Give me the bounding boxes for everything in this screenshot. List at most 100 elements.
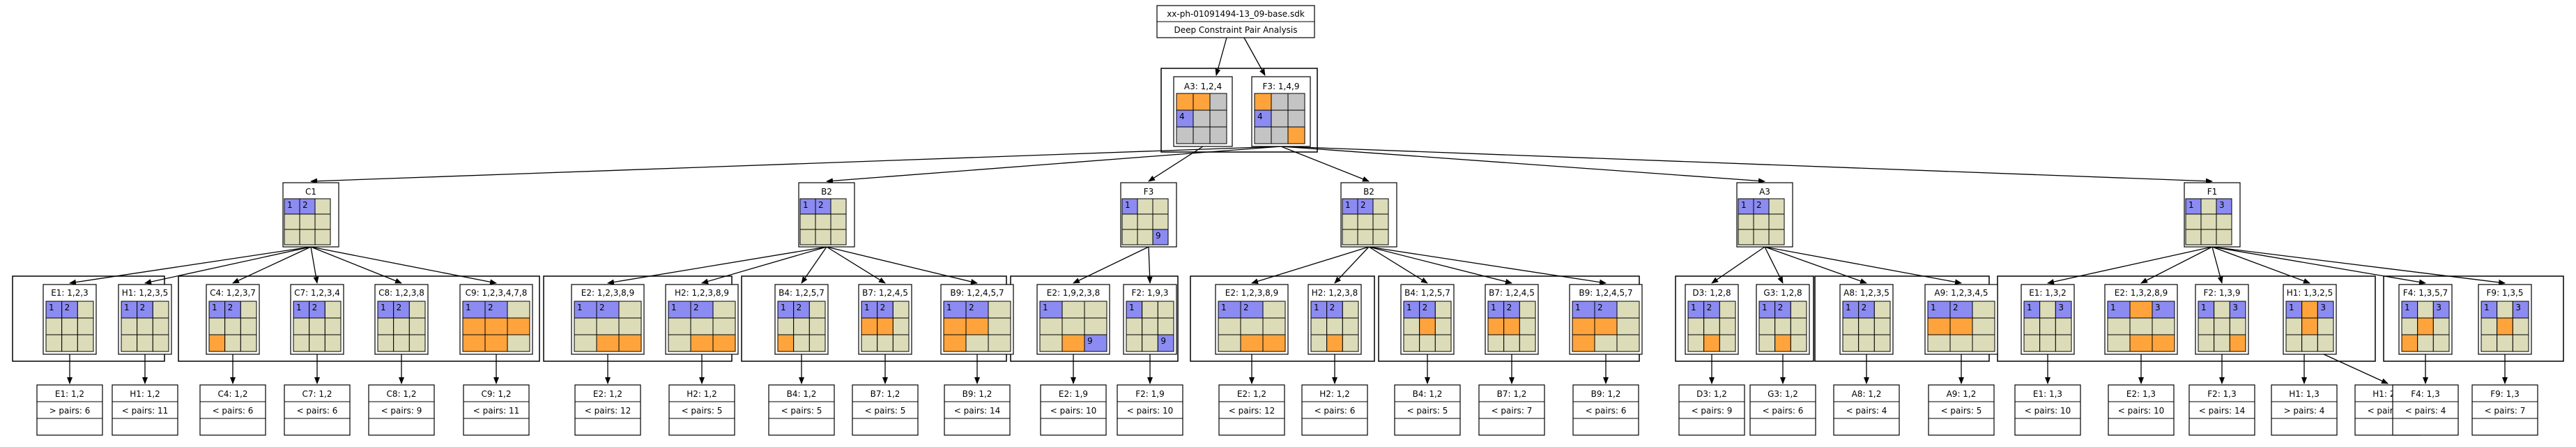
result-cells: A9: 1,2 — [1947, 389, 1977, 399]
grid-cell — [1519, 334, 1536, 352]
grid-digit: 1 — [1406, 303, 1412, 312]
grid-digit: 1 — [212, 303, 217, 312]
grid-digit: 2 — [599, 303, 605, 312]
grid-cell — [1039, 317, 1063, 335]
result-box — [1478, 384, 1545, 436]
result-box — [668, 384, 735, 436]
grid-digit: 3 — [2232, 303, 2238, 312]
grid-cell — [224, 334, 241, 352]
grid-digit: 2 — [312, 303, 318, 312]
grid-cell — [2039, 301, 2056, 319]
grid-digit: 2 — [1597, 303, 1603, 312]
result-box — [284, 384, 351, 436]
grid-cell — [877, 334, 894, 352]
grid-cell — [208, 317, 226, 335]
leaf-label: F2: 1,9,3 — [1132, 288, 1169, 298]
grid-cell — [293, 334, 310, 352]
grid-cell — [2129, 317, 2153, 335]
leaf-label: A8: 1,2,3,5 — [1843, 288, 1889, 298]
cluster-b2r-a — [1190, 275, 1375, 362]
grid-cell — [314, 198, 331, 215]
edge-arrow — [801, 246, 827, 284]
grid-cell — [1572, 334, 1595, 352]
grid-cell — [1137, 229, 1153, 245]
grid-cell — [61, 317, 78, 335]
grid-cell — [988, 317, 1011, 335]
grid-cell — [1176, 93, 1194, 111]
grid-cell — [1616, 317, 1640, 335]
result-pairs: < pairs: 4 — [1846, 406, 1887, 416]
edge-arrow — [2211, 246, 2223, 284]
grid-cell — [1193, 93, 1211, 111]
top-node-label: F3: 1,4,9 — [1263, 82, 1300, 91]
result-node: E2: 1,2< pairs: 12 — [1218, 384, 1285, 436]
top-node-label: A3: 1,2,4 — [1184, 82, 1222, 91]
grid-digit: 3 — [2219, 200, 2225, 210]
leaf-label: H2: 1,2,3,8,9 — [675, 288, 729, 298]
grid-digit: 2 — [1756, 200, 1762, 210]
grid-digit: 2 — [1707, 303, 1712, 312]
result-cells: H1: 1,2 — [130, 389, 160, 399]
edge-arrow — [826, 146, 1282, 184]
edge-arrow — [2211, 246, 2426, 285]
grid-cell — [1240, 334, 1264, 352]
grid-cell — [324, 317, 342, 335]
grid-cell — [484, 317, 508, 335]
edge-arrow — [1368, 246, 1607, 285]
grid-cell — [2481, 317, 2498, 335]
grid-cell — [892, 301, 910, 319]
level2-label: F1 — [2207, 187, 2218, 197]
grid-digit: 1 — [466, 303, 471, 312]
edge-arrow — [1334, 246, 1370, 284]
grid-digit: 1 — [1221, 303, 1227, 312]
result-box — [368, 384, 435, 436]
leaf-label: D3: 1,2,8 — [1692, 288, 1731, 298]
grid-cell — [1357, 213, 1374, 230]
grid-cell — [1152, 229, 1169, 245]
edge-arrow — [701, 246, 827, 285]
grid-digit: 2 — [140, 303, 146, 312]
grid-cell — [1972, 317, 1995, 335]
result-node: A8: 1,2< pairs: 4 — [1833, 384, 1900, 436]
grid-cell — [712, 317, 736, 335]
edge-arrow — [1764, 246, 1962, 285]
grid-cell — [2039, 334, 2056, 352]
grid-digit: 1 — [671, 303, 677, 312]
grid-digit: 1 — [781, 303, 786, 312]
leaf-label: B7: 1,2,4,5 — [862, 288, 908, 298]
result-pairs: < pairs: 10 — [1050, 406, 1097, 416]
root-file: xx-ph-01091494-13_09-base.sdk — [1167, 9, 1305, 19]
grid-cell — [2200, 213, 2217, 230]
grid-cell — [2107, 301, 2131, 319]
grid-cell — [2497, 301, 2513, 319]
grid-cell — [2417, 301, 2434, 319]
leaf-label: H1: 1,3,2,5 — [2287, 288, 2333, 298]
edge-arrow — [1147, 246, 1153, 284]
edge-arrow — [1368, 246, 1512, 285]
grid-cell — [462, 334, 486, 352]
leaf-label: G3: 1,2,8 — [1763, 288, 1802, 298]
result-pairs: < pairs: 12 — [585, 406, 631, 416]
result-node: A9: 1,2< pairs: 5 — [1928, 384, 1995, 436]
result-box — [2108, 384, 2175, 436]
leaf-label: B4: 1,2,5,7 — [779, 288, 825, 298]
result-box — [2014, 384, 2081, 436]
grid-digit: 1 — [1491, 303, 1496, 312]
grid-cell — [668, 334, 691, 352]
result-cells: B4: 1,2 — [787, 389, 817, 399]
grid-cell — [1738, 213, 1754, 230]
edge-arrow — [1243, 37, 1266, 76]
grid-cell — [1326, 317, 1343, 335]
result-box — [1749, 384, 1816, 436]
grid-cell — [2129, 334, 2153, 352]
result-pairs: < pairs: 10 — [1127, 406, 1174, 416]
grid-cell — [314, 229, 331, 245]
grid-digit: 1 — [2110, 303, 2116, 312]
root-subtitle: Deep Constraint Pair Analysis — [1174, 25, 1297, 35]
